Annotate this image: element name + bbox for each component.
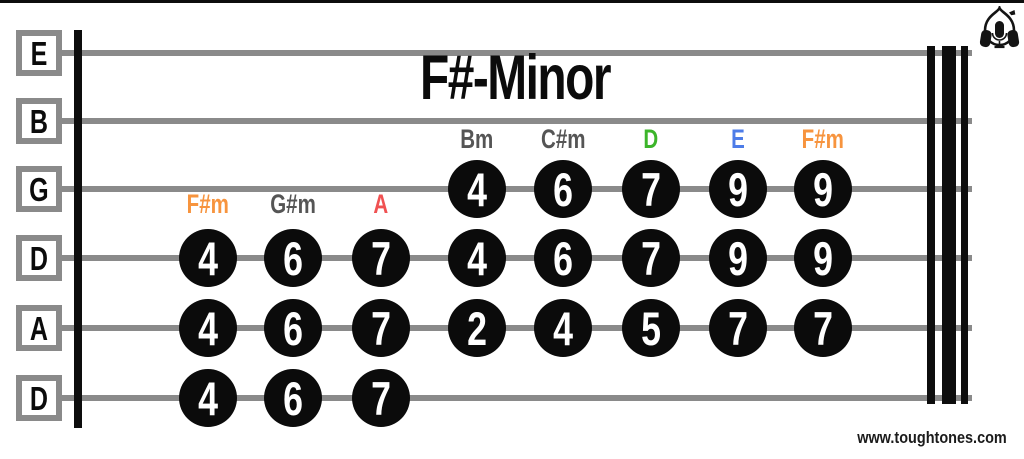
string-label-box-low-d: D bbox=[16, 375, 62, 421]
note-d-fret9a: 9 bbox=[709, 229, 767, 287]
note-d-fret6b: 6 bbox=[534, 229, 592, 287]
string-line-b bbox=[40, 118, 972, 124]
string-label-box-a: A bbox=[16, 305, 62, 351]
string-line-g bbox=[40, 186, 972, 192]
string-line-d bbox=[40, 255, 972, 261]
end-bar-2 bbox=[942, 46, 956, 404]
title-text: F#-Minor bbox=[420, 43, 611, 113]
note-g-fret9a: 9 bbox=[709, 160, 767, 218]
string-line-low-d bbox=[40, 395, 972, 401]
chord-label-d: D bbox=[643, 124, 659, 154]
note-a-fret4a: 4 bbox=[179, 299, 237, 357]
string-line-a bbox=[40, 325, 972, 331]
chord-label-a: A bbox=[373, 189, 389, 219]
chord-label-e: E bbox=[731, 124, 745, 154]
string-label-box-g: G bbox=[16, 166, 62, 212]
note-lowd-fret7: 7 bbox=[352, 369, 410, 427]
string-label: G bbox=[29, 170, 49, 208]
string-label: D bbox=[29, 239, 49, 277]
string-label-box-d: D bbox=[16, 235, 62, 281]
note-a-fret6: 6 bbox=[264, 299, 322, 357]
string-line-e bbox=[40, 50, 972, 56]
end-bar-3 bbox=[961, 46, 968, 404]
string-label: D bbox=[29, 379, 49, 417]
note-g-fret6: 6 bbox=[534, 160, 592, 218]
note-lowd-fret6: 6 bbox=[264, 369, 322, 427]
string-label: A bbox=[29, 309, 49, 347]
chord-label-gsm: G#m bbox=[270, 189, 316, 219]
note-a-fret2: 2 bbox=[448, 299, 506, 357]
chord-label-fsm: F#m bbox=[186, 189, 230, 219]
note-d-fret7a: 7 bbox=[352, 229, 410, 287]
string-label-box-b: B bbox=[16, 98, 62, 144]
string-label: E bbox=[30, 34, 48, 72]
note-a-fret7c: 7 bbox=[794, 299, 852, 357]
note-d-fret7b: 7 bbox=[622, 229, 680, 287]
end-bar-1 bbox=[927, 46, 935, 404]
page-title: F#-Minor bbox=[255, 47, 775, 110]
note-d-fret4b: 4 bbox=[448, 229, 506, 287]
note-d-fret6a: 6 bbox=[264, 229, 322, 287]
nut-bar bbox=[74, 30, 82, 428]
note-lowd-fret4: 4 bbox=[179, 369, 237, 427]
note-a-fret5: 5 bbox=[622, 299, 680, 357]
string-label-box-e: E bbox=[16, 30, 62, 76]
chord-label-bm: Bm bbox=[460, 124, 494, 154]
note-a-fret4b: 4 bbox=[534, 299, 592, 357]
note-g-fret4: 4 bbox=[448, 160, 506, 218]
website-url: www.toughtones.com bbox=[857, 428, 1007, 447]
string-label: B bbox=[29, 102, 49, 140]
note-d-fret4a: 4 bbox=[179, 229, 237, 287]
top-border-line bbox=[0, 0, 1024, 3]
note-d-fret9b: 9 bbox=[794, 229, 852, 287]
note-g-fret7: 7 bbox=[622, 160, 680, 218]
chord-label-csm: C#m bbox=[540, 124, 586, 154]
note-a-fret7b: 7 bbox=[709, 299, 767, 357]
chord-label-fsm2: F#m bbox=[801, 124, 845, 154]
headphones-mic-logo-icon bbox=[977, 3, 1022, 56]
note-a-fret7a: 7 bbox=[352, 299, 410, 357]
note-g-fret9b: 9 bbox=[794, 160, 852, 218]
